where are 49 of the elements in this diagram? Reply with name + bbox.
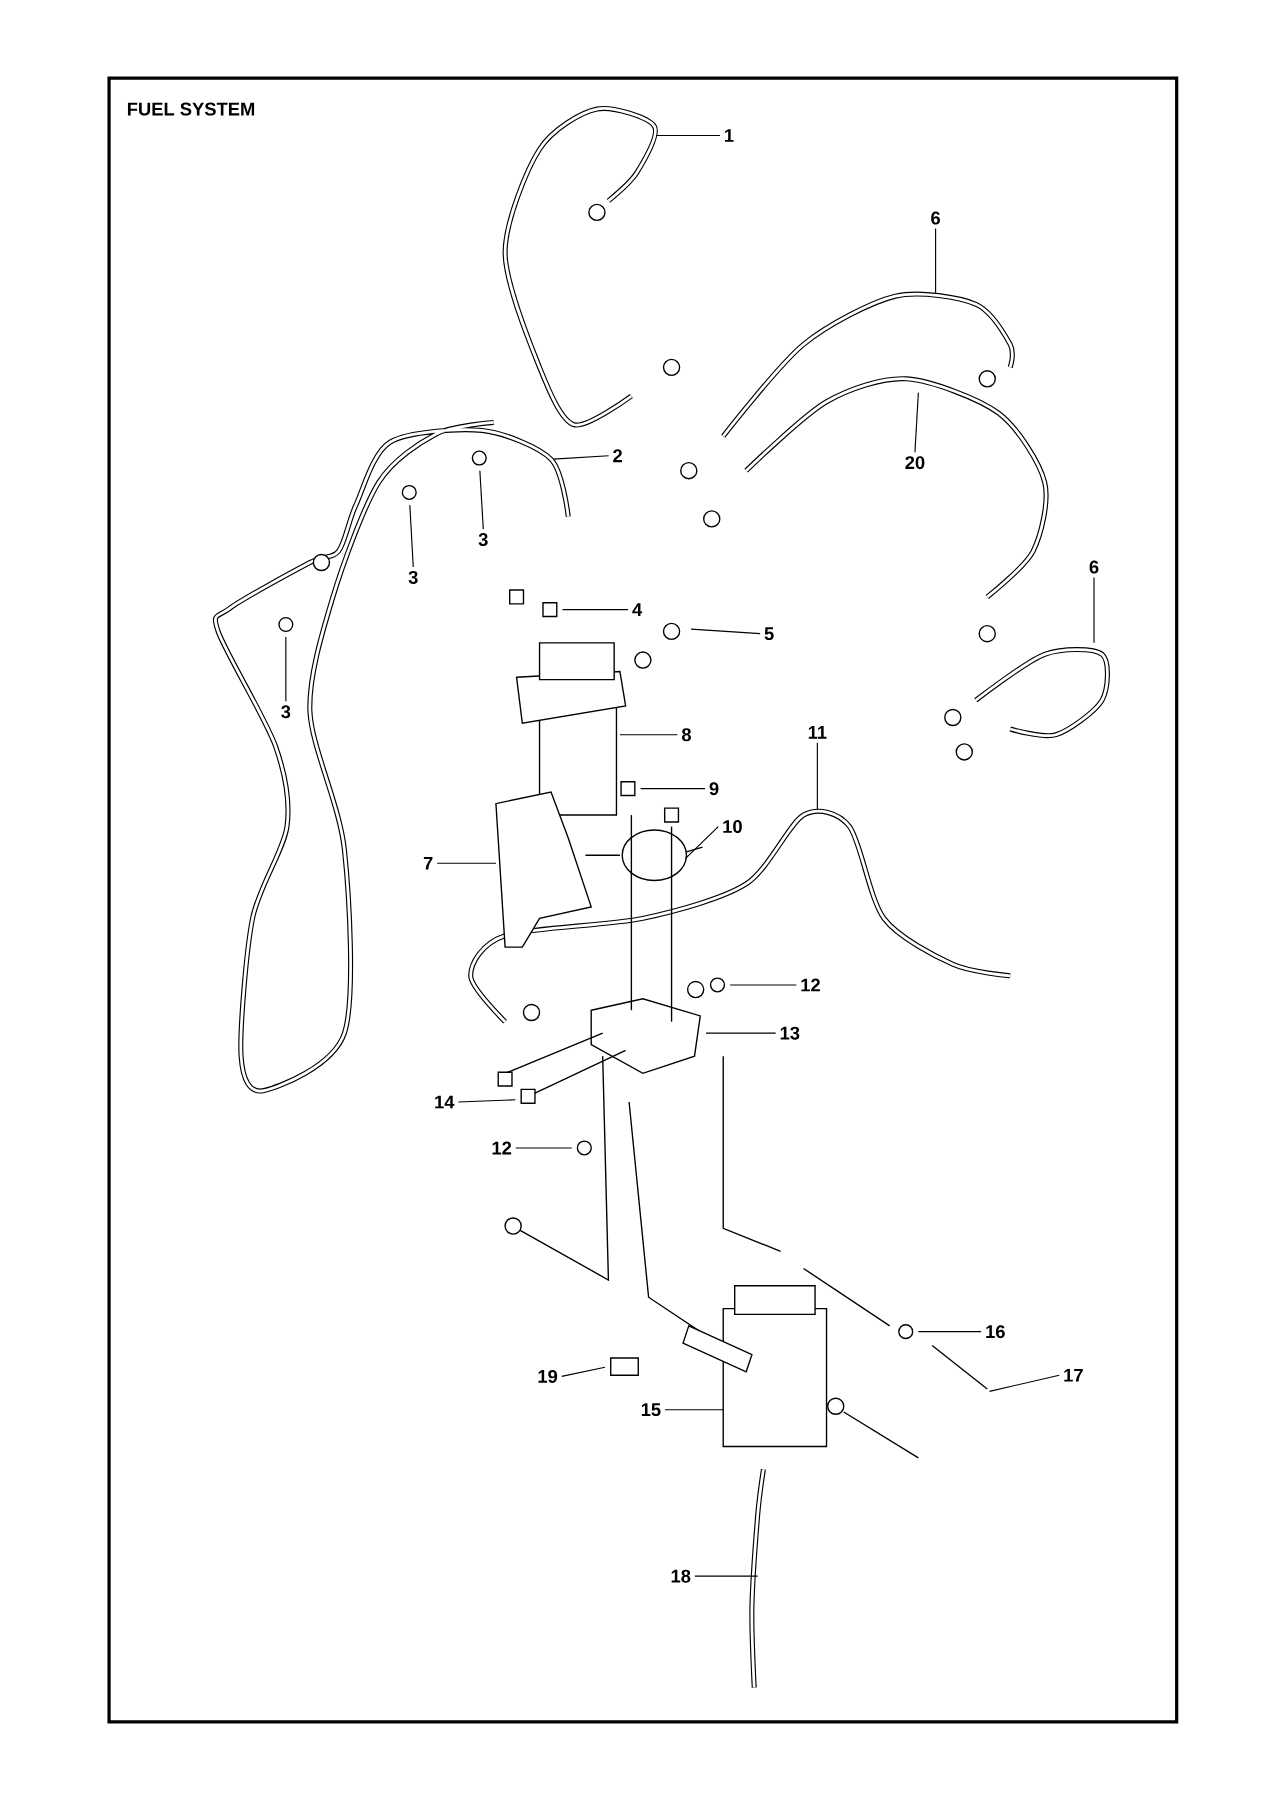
leader-line (552, 455, 610, 460)
callout-number: 10 (723, 820, 743, 834)
callout-number: 19 (538, 1369, 558, 1383)
leader-line (479, 470, 485, 530)
callout-number: 9 (709, 782, 719, 796)
callout-number: 1 (725, 129, 734, 142)
callout-number: 16 (986, 1325, 1006, 1339)
callout-number: 6 (1089, 560, 1099, 574)
leader-line (705, 1032, 777, 1034)
callout-number: 15 (642, 1403, 661, 1417)
leader-line (664, 1409, 724, 1411)
callout-number: 18 (671, 1569, 691, 1583)
callout-number: 13 (780, 1026, 800, 1040)
leader-line (515, 1147, 573, 1149)
leader-line (285, 636, 287, 702)
callout-number: 8 (682, 728, 692, 742)
callout-number: 12 (801, 978, 821, 992)
leader-line (656, 134, 721, 137)
callout-number: 3 (281, 705, 291, 719)
leader-line (1093, 576, 1095, 644)
callout-number: 11 (809, 726, 827, 739)
callout-number: 3 (478, 533, 488, 547)
callout-number: 14 (435, 1095, 455, 1109)
leader-line (690, 628, 761, 635)
leader-line (562, 609, 629, 611)
callout-number: 5 (764, 627, 774, 641)
callout-number: 2 (613, 449, 623, 463)
callout-number: 17 (1064, 1368, 1083, 1382)
leader-line (817, 742, 819, 810)
leader-line (458, 1099, 517, 1103)
leader-line (914, 392, 920, 453)
leader-line (561, 1366, 606, 1377)
leader-line (409, 504, 415, 568)
leader-line (935, 227, 937, 294)
title: FUEL SYSTEM (128, 102, 255, 116)
callout-number: 12 (492, 1141, 512, 1155)
callout-number: 7 (424, 856, 433, 870)
leader-line (729, 984, 798, 986)
leader-line (640, 788, 706, 790)
leader-line (694, 1575, 759, 1577)
callout-number: 4 (632, 603, 643, 616)
callout-number: 3 (408, 570, 418, 584)
leader-line (619, 734, 679, 736)
leader-line (684, 825, 720, 860)
leader-line (989, 1374, 1061, 1392)
callout-number: 20 (905, 456, 925, 470)
leader-line (436, 862, 497, 864)
leader-line (918, 1331, 982, 1333)
callout-number: 6 (931, 211, 941, 225)
